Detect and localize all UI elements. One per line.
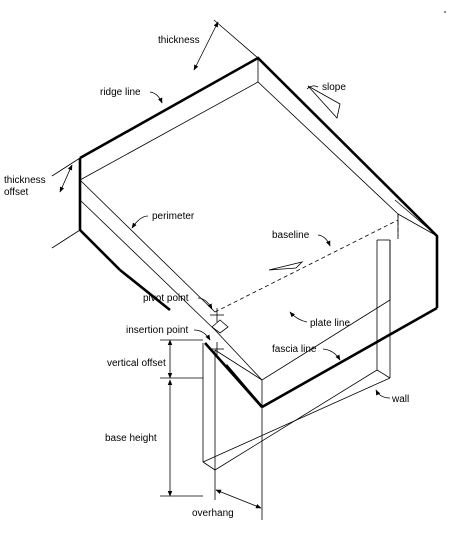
slab-bottom-edge-right bbox=[261, 306, 438, 409]
pivot-point-label: pivot point bbox=[143, 293, 189, 304]
baseline-label: baseline bbox=[272, 230, 310, 241]
insertion-point-label: insertion point bbox=[126, 325, 188, 336]
insertion-point-mark bbox=[210, 319, 229, 356]
overhang-label: overhang bbox=[192, 508, 234, 519]
plate-line-label: plate line bbox=[310, 318, 350, 329]
insertion-point-leader bbox=[193, 329, 211, 341]
pivot-point-leader bbox=[197, 297, 213, 310]
fascia-line-leader bbox=[322, 348, 341, 361]
perimeter-line bbox=[79, 179, 216, 313]
slab-left-lower-edge bbox=[79, 229, 121, 271]
height-dimensions bbox=[160, 339, 203, 497]
slab-edge-segment-2 bbox=[225, 364, 263, 408]
baseline-triangle bbox=[268, 261, 304, 271]
thickness-offset-label-2: offset bbox=[4, 187, 28, 198]
baseline-dash bbox=[214, 219, 399, 313]
thickness-dimension bbox=[193, 19, 438, 237]
base-height-label: base height bbox=[105, 433, 157, 444]
baseline-leader bbox=[317, 234, 331, 247]
thickness-lower-face bbox=[79, 81, 399, 236]
roof-slab bbox=[78, 56, 439, 409]
vertical-offset-label: vertical offset bbox=[107, 358, 166, 369]
perimeter-label: perimeter bbox=[152, 211, 195, 222]
thickness-label: thickness bbox=[158, 35, 200, 46]
thickness-offset-label-1: thickness bbox=[4, 175, 46, 186]
ridge-line-leader bbox=[149, 91, 163, 104]
slab-right-vertical bbox=[397, 213, 438, 237]
slab-edge-segment bbox=[119, 268, 171, 312]
pivot-point-mark bbox=[210, 308, 224, 322]
stray-dot bbox=[444, 11, 446, 13]
wall-leader bbox=[375, 389, 391, 399]
wall-label: wall bbox=[391, 394, 409, 405]
slope-label: slope bbox=[322, 82, 346, 93]
slope-leader bbox=[306, 85, 319, 90]
perimeter-leader bbox=[131, 215, 149, 229]
plate-line-leader bbox=[289, 311, 308, 323]
wall-box bbox=[202, 239, 391, 471]
slope-triangle bbox=[307, 85, 341, 119]
overhang-dimension bbox=[214, 407, 263, 520]
ridge-line-label: ridge line bbox=[100, 87, 141, 98]
perimeter-inner-line bbox=[79, 199, 216, 331]
thickness-offset-dimension bbox=[51, 157, 81, 249]
ridge-edge bbox=[79, 56, 439, 308]
fascia-line-label: fascia line bbox=[272, 344, 317, 355]
